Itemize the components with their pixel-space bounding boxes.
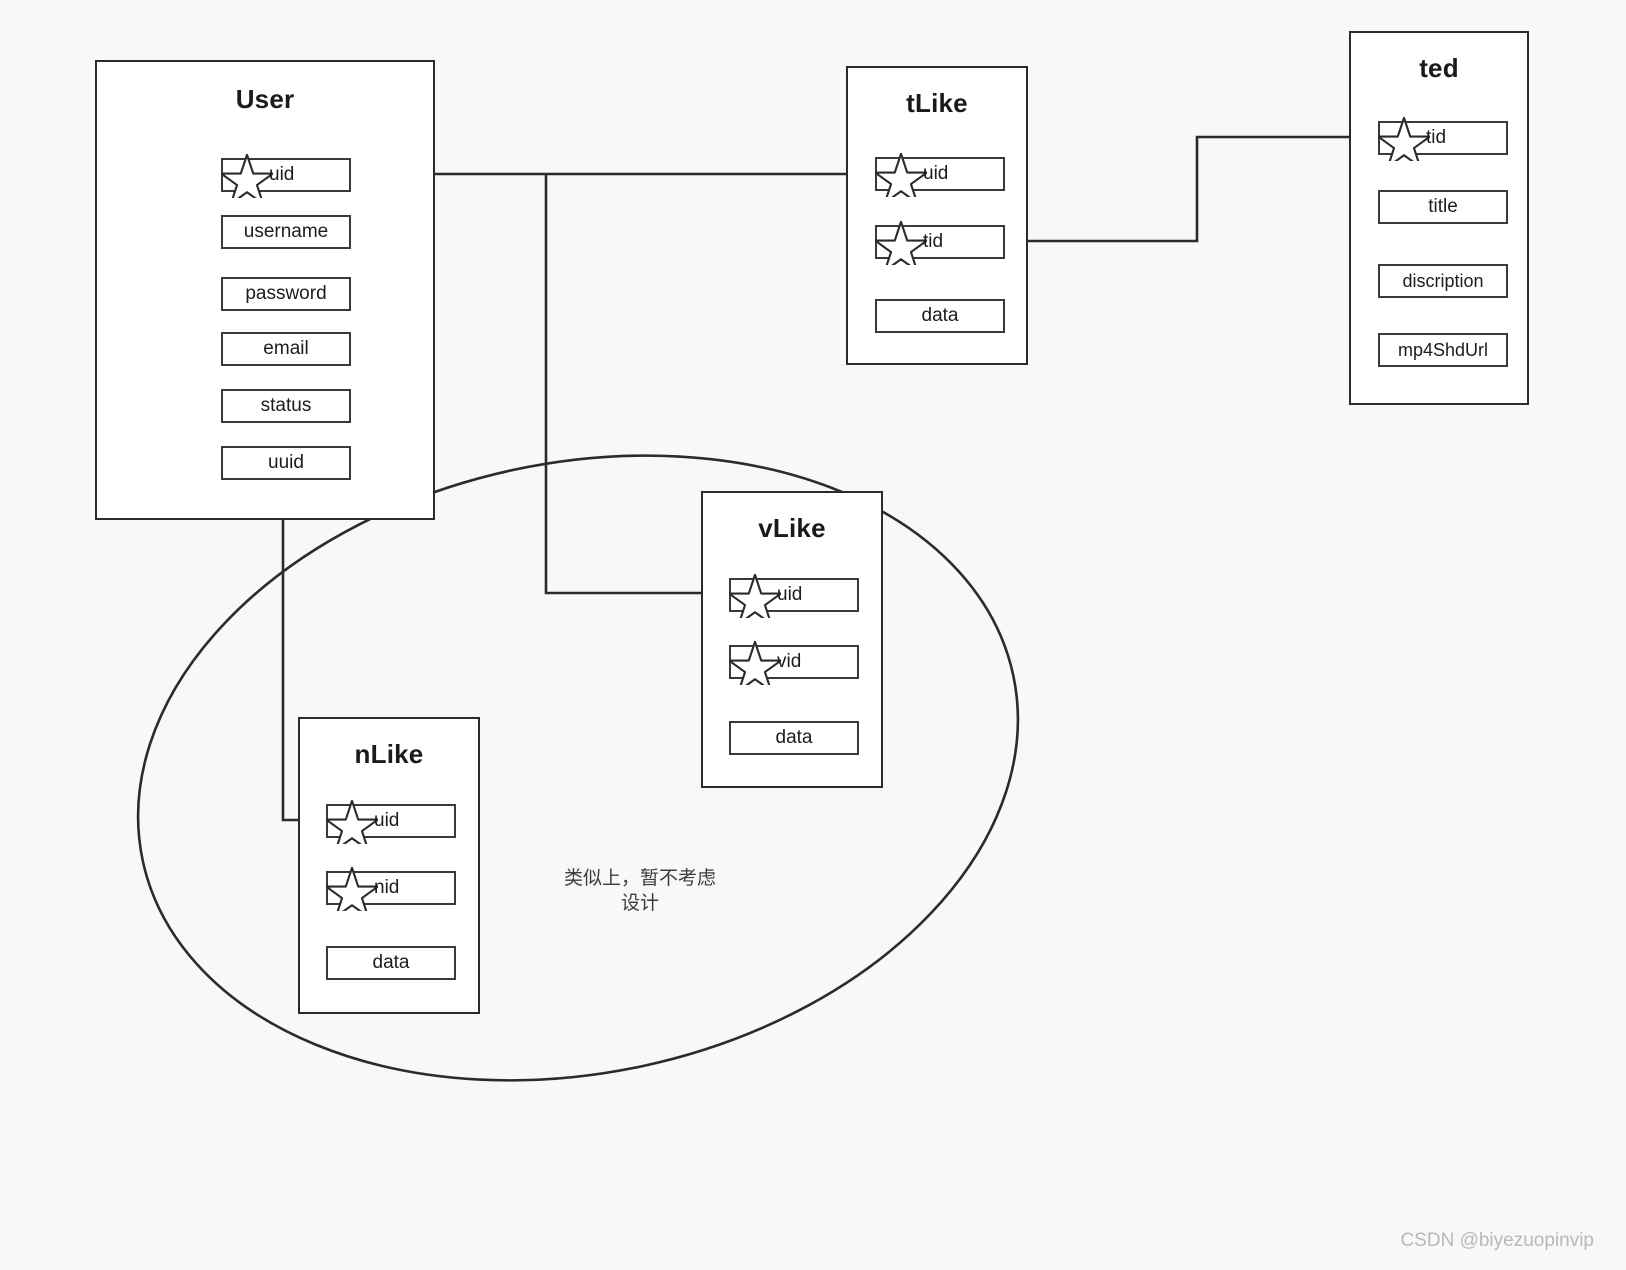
field-ted-title-label: title [1428, 196, 1458, 217]
field-user-username-label: username [243, 221, 329, 242]
primary-key-star-icon [221, 153, 273, 198]
field-user-username[interactable]: username [221, 215, 351, 249]
field-vlike-vid-label: vid [777, 651, 802, 672]
field-vlike-uid-label: uid [777, 584, 803, 605]
field-nlike-nid-label: nid [374, 877, 400, 898]
field-nlike-uid-label: uid [374, 810, 400, 831]
rel-tlike-tid-to-ted-tid [1006, 132, 1379, 243]
field-ted-tid-label: tid [1426, 127, 1447, 148]
primary-key-star-icon [729, 640, 781, 685]
primary-key-star-icon [729, 573, 781, 618]
field-user-email[interactable]: email [221, 332, 351, 366]
field-vlike-data[interactable]: data [729, 721, 859, 755]
primary-key-star-icon [326, 799, 378, 844]
field-nlike-data-label: data [372, 952, 410, 973]
field-user-status[interactable]: status [221, 389, 351, 423]
field-user-uid[interactable]: uid [221, 153, 351, 198]
field-ted-mp4shdurl-label: mp4ShdUrl [1397, 339, 1489, 360]
entity-user-title: User [235, 84, 295, 114]
field-tlike-uid[interactable]: uid [875, 152, 1005, 197]
field-tlike-data[interactable]: data [875, 299, 1005, 333]
primary-key-star-icon [875, 152, 927, 197]
field-user-uuid[interactable]: uuid [221, 446, 351, 480]
primary-key-star-icon [1378, 116, 1430, 161]
field-ted-discription[interactable]: discription [1378, 264, 1508, 298]
field-nlike-data[interactable]: data [326, 946, 456, 980]
field-user-uid-label: uid [269, 164, 295, 185]
field-ted-tid[interactable]: tid [1378, 116, 1508, 161]
primary-key-star-icon [875, 220, 927, 265]
field-ted-title[interactable]: title [1378, 190, 1508, 224]
field-user-email-label: email [263, 338, 309, 359]
field-tlike-uid-label: uid [923, 163, 949, 184]
field-ted-discription-label: discription [1402, 270, 1484, 291]
field-tlike-tid[interactable]: tid [875, 220, 1005, 265]
field-tlike-tid-label: tid [923, 231, 944, 252]
entity-vlike-title: vLike [758, 513, 826, 543]
field-user-status-label: status [260, 395, 312, 416]
field-nlike-nid[interactable]: nid [326, 866, 456, 911]
csdn-watermark: CSDN @biyezuopinvip [1400, 1230, 1594, 1251]
rel-user-uid-to-vlike-uid [544, 174, 723, 598]
ellipse-annotation: 类似上，暂不考虑 设计 [520, 866, 760, 915]
entity-tlike-title: tLike [906, 88, 968, 118]
field-vlike-vid[interactable]: vid [729, 640, 859, 685]
entity-nlike-title: nLike [354, 739, 424, 769]
field-user-password[interactable]: password [221, 277, 351, 311]
ellipse-annotation-line1: 类似上，暂不考虑 [563, 867, 716, 889]
field-ted-mp4shdurl[interactable]: mp4ShdUrl [1378, 333, 1508, 367]
ellipse-annotation-line2: 设计 [620, 891, 659, 914]
field-nlike-uid[interactable]: uid [326, 799, 456, 844]
field-vlike-uid[interactable]: uid [729, 573, 859, 618]
primary-key-star-icon [326, 866, 378, 911]
field-user-password-label: password [245, 283, 327, 304]
field-user-uuid-label: uuid [268, 452, 304, 473]
entity-ted-title: ted [1419, 53, 1459, 83]
field-tlike-data-label: data [921, 305, 959, 326]
field-vlike-data-label: data [775, 727, 813, 748]
